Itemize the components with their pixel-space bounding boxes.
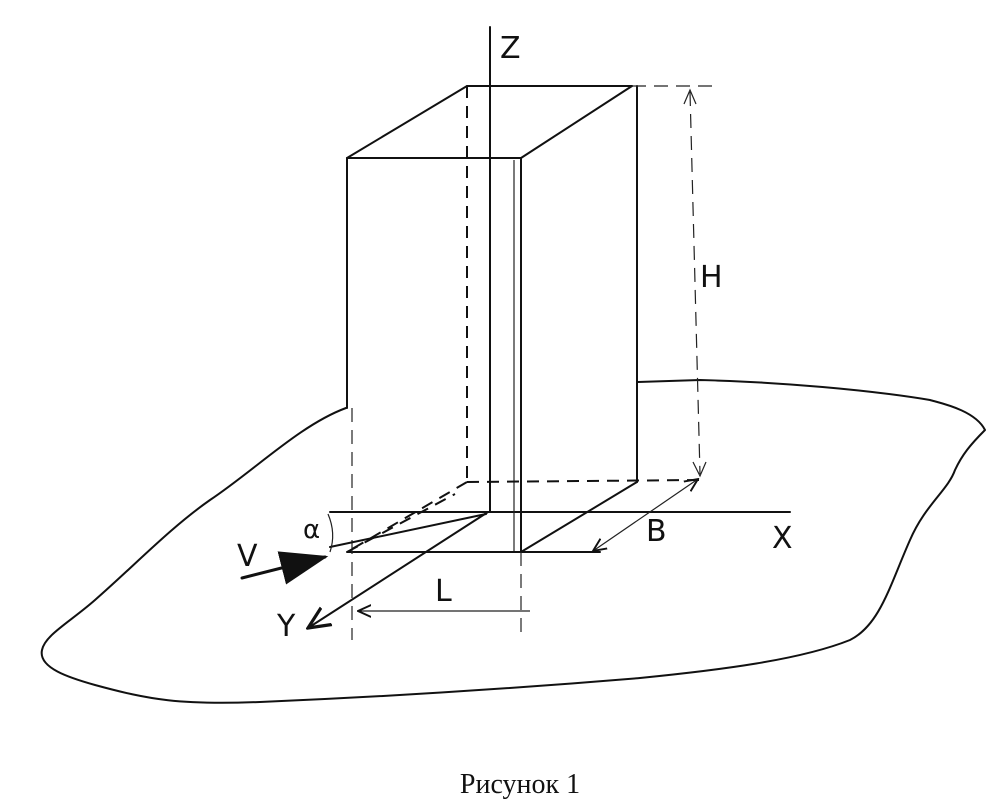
label-alpha: α <box>303 515 320 545</box>
velocity-vector <box>240 551 329 585</box>
dimension-h <box>689 91 701 475</box>
wind-direction-line <box>329 513 487 548</box>
dimension-h-arrow-bottom <box>692 461 707 478</box>
alpha-arc <box>327 513 334 553</box>
box-base-right <box>520 481 638 553</box>
dimension-h-arrow-top <box>683 88 697 105</box>
label-b: B <box>646 514 667 549</box>
label-l: L <box>435 574 452 609</box>
ground-surface <box>40 379 986 704</box>
box-base-back-hidden <box>466 479 701 483</box>
box-top-edge-left <box>346 85 468 159</box>
box-top-edge-right <box>520 85 633 159</box>
label-v: V <box>237 539 258 574</box>
figure-caption: Рисунок 1 <box>460 769 580 800</box>
wind-direction-hidden <box>346 493 456 553</box>
label-z: Z <box>500 31 521 66</box>
y-axis <box>308 511 489 628</box>
label-h: H <box>700 260 723 295</box>
label-y: Y <box>276 609 296 644</box>
box-base-left-hidden <box>346 481 468 553</box>
label-x: X <box>772 521 793 556</box>
dimension-b <box>593 479 698 551</box>
